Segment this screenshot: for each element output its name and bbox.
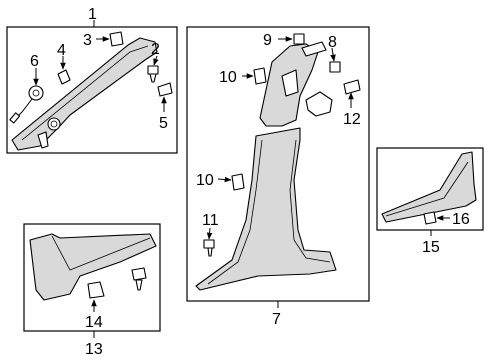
callout-9: 9 — [263, 32, 272, 49]
screw-part-8 — [329, 61, 341, 73]
bolt-part-2 — [147, 65, 159, 75]
shoulder-belt-cover — [305, 91, 333, 117]
callout-4: 4 — [57, 42, 66, 59]
clip-part-14 — [87, 281, 105, 299]
group-b-pillar — [186, 26, 370, 308]
box-group-15 — [376, 147, 484, 231]
box-group-1 — [6, 26, 178, 154]
callout-10-upper: 10 — [219, 69, 237, 86]
callout-2: 2 — [151, 41, 160, 58]
box-group-13 — [23, 223, 161, 332]
clip-part-16 — [423, 211, 437, 225]
callout-1: 1 — [88, 6, 97, 23]
callout-6: 6 — [30, 53, 39, 70]
callout-16: 16 — [452, 211, 470, 228]
callout-3: 3 — [83, 32, 92, 49]
clip-part-10b — [231, 173, 245, 191]
callout-14: 14 — [85, 314, 103, 331]
rear-sill-plate — [381, 151, 477, 223]
callout-10-lower: 10 — [196, 172, 214, 189]
callout-labels: 1 3 4 2 6 5 9 8 10 10 11 12 7 14 13 16 1… — [30, 6, 470, 358]
callout-7: 7 — [272, 311, 281, 328]
clip-part-4 — [57, 69, 71, 85]
callout-15: 15 — [422, 239, 440, 256]
clip-part-5 — [157, 82, 173, 97]
group-sill-rear — [376, 147, 484, 231]
callout-13: 13 — [85, 341, 103, 358]
screw-part-11 — [203, 239, 215, 249]
callout-12: 12 — [343, 111, 361, 128]
callout-5: 5 — [159, 115, 168, 132]
clip-part-10a — [253, 67, 267, 85]
front-sill-plate — [29, 233, 157, 301]
tweeter-part-6 — [28, 85, 44, 101]
leader-lines — [33, 36, 450, 338]
group-a-pillar — [6, 20, 178, 154]
clip-part-3 — [109, 31, 124, 47]
group-sill-front — [23, 223, 161, 332]
clip-part-12 — [343, 79, 361, 95]
lower-b-pillar-trim — [195, 127, 337, 291]
clip-part-9 — [293, 33, 305, 45]
callout-11: 11 — [202, 212, 219, 229]
callout-8: 8 — [328, 34, 337, 51]
